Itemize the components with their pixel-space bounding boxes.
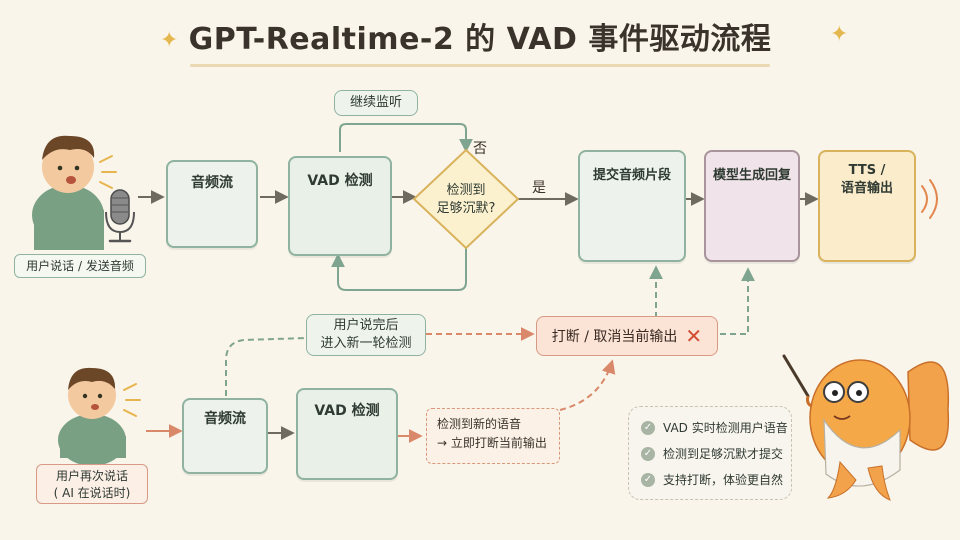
cross-icon: ✕ [685, 324, 703, 348]
silence-decision-diamond [412, 148, 520, 250]
vad-detect-node[interactable]: VAD 检测 [288, 156, 392, 256]
key-points-panel: ✓ VAD 实时检测用户语音 ✓ 检测到足够沉默才提交 ✓ 支持打断，体验更自然 [628, 406, 792, 500]
vad-detect-label: VAD 检测 [307, 173, 373, 189]
decision-text: 检测到 足够沉默? [436, 183, 496, 216]
vad-detect-label-2: VAD 检测 [314, 403, 380, 419]
interrupt-label: 打断 / 取消当前输出 [551, 329, 678, 345]
after-done-label: 用户说完后 进入新一轮检测 [306, 314, 426, 356]
key-point-item: ✓ VAD 实时检测用户语音 [641, 419, 788, 436]
edge-no-label: 否 [473, 141, 487, 157]
audio-stream-label: 音频流 [191, 175, 233, 191]
sparkle-icon: ✦ [160, 28, 179, 53]
sparkle-icon: ✦ [830, 22, 849, 47]
tts-output-node[interactable]: TTS / 语音输出 [818, 150, 916, 262]
new-speech-detected-note: 检测到新的语音 → 立即打断当前输出 [426, 408, 560, 464]
key-point-item: ✓ 支持打断，体验更自然 [641, 471, 783, 488]
user-speaking-illustration [32, 135, 117, 250]
interrupt-node[interactable]: 打断 / 取消当前输出 ✕ [536, 316, 718, 356]
goldfish-teacher-illustration [782, 354, 950, 501]
user-speaking-caption: 用户说话 / 发送音频 [14, 254, 146, 278]
page-title: GPT-Realtime-2 的 VAD 事件驱动流程 [188, 22, 772, 57]
title-underline [190, 64, 770, 67]
audio-stream-label-2: 音频流 [204, 411, 246, 427]
check-icon: ✓ [641, 446, 655, 461]
microphone-icon [105, 189, 135, 243]
user-speaking-again-illustration [58, 367, 141, 466]
keep-listening-label: 继续监听 [334, 90, 418, 116]
audio-stream-node-2[interactable]: 音频流 [182, 398, 268, 474]
user-speaking-again-caption: 用户再次说话 ( AI 在说话时) [36, 464, 148, 504]
edge-yes-label: 是 [532, 180, 546, 196]
check-icon: ✓ [641, 420, 655, 435]
model-reply-node[interactable]: 模型生成回复 [704, 150, 800, 262]
audio-stream-node[interactable]: 音频流 [166, 160, 258, 248]
submit-audio-node[interactable]: 提交音频片段 [578, 150, 686, 262]
key-point-item: ✓ 检测到足够沉默才提交 [641, 445, 783, 462]
vad-detect-node-2[interactable]: VAD 检测 [296, 388, 398, 480]
model-reply-label: 模型生成回复 [712, 168, 791, 183]
check-icon: ✓ [641, 472, 655, 487]
submit-audio-label: 提交音频片段 [592, 168, 671, 183]
tts-output-label: TTS / 语音输出 [840, 163, 893, 197]
